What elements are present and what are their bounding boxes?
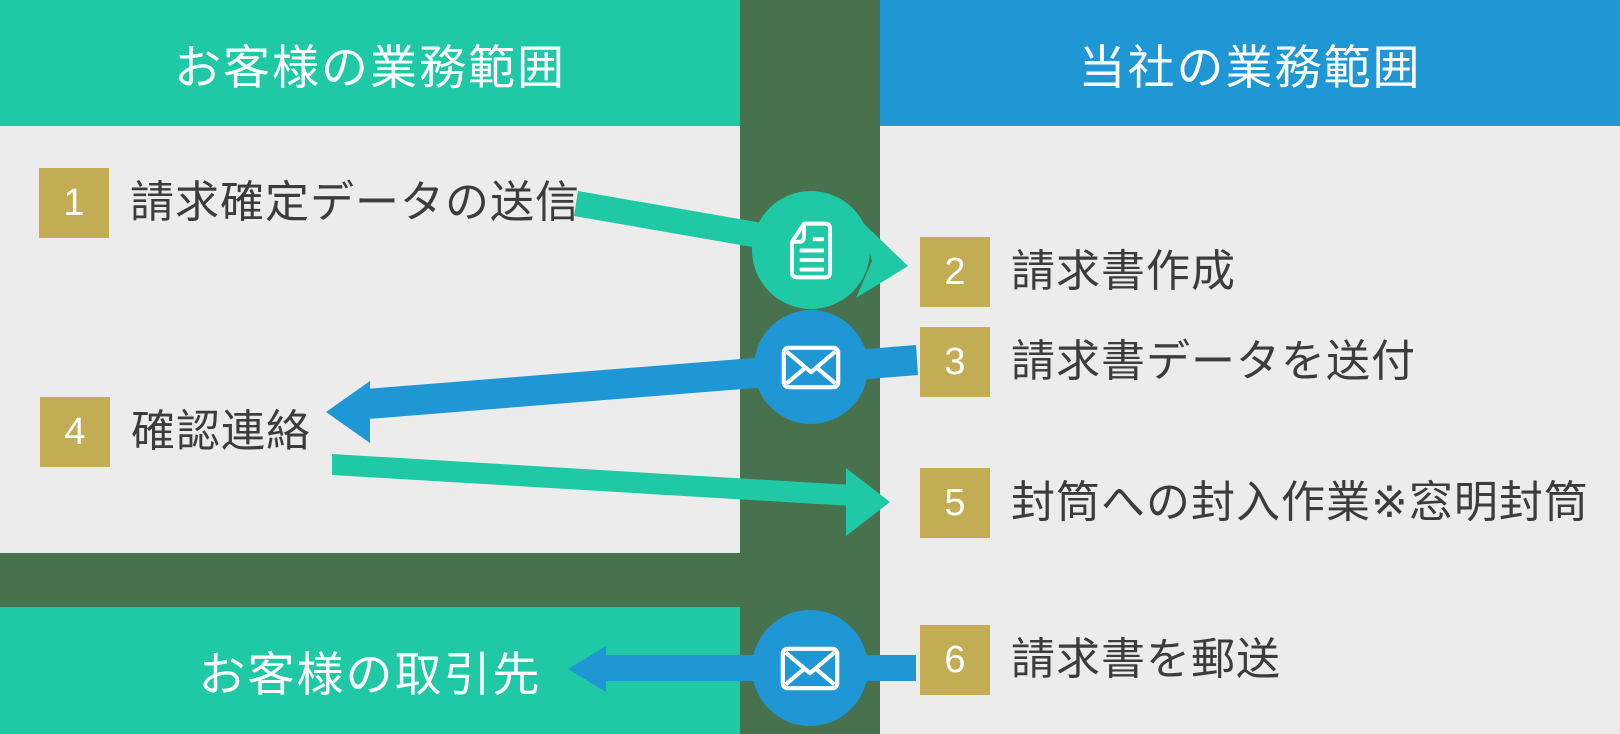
step-number-badge: 1 [39, 168, 109, 238]
step-number-badge: 3 [920, 327, 990, 397]
mail-envelope-circle-badge [752, 610, 868, 726]
step-label: 請求書を郵送 [1011, 635, 1281, 684]
company-scope-title: 当社の業務範囲 [1078, 40, 1422, 94]
envelope-circle-badge [754, 310, 868, 424]
envelope-icon [780, 646, 840, 690]
step-label: 封筒への封入作業※窓明封筒 [1011, 478, 1589, 527]
document-circle-badge [752, 191, 870, 309]
customer-scope-title: お客様の業務範囲 [174, 40, 566, 94]
company-scope-header: 当社の業務範囲 [880, 0, 1620, 126]
step-number-badge: 4 [40, 397, 110, 467]
step-number-badge: 2 [920, 237, 990, 307]
step-label: 請求確定データの送信 [130, 178, 580, 227]
customer-partner-bar: お客様の取引先 [0, 607, 740, 734]
customer-scope-header: お客様の業務範囲 [0, 0, 740, 126]
envelope-icon [781, 345, 841, 389]
step-label: 請求書作成 [1011, 247, 1236, 296]
document-icon [789, 221, 833, 279]
company-panel [880, 126, 1620, 734]
step-number-badge: 6 [920, 625, 990, 695]
step-label: 請求書データを送付 [1011, 337, 1416, 386]
step-number-badge: 5 [920, 468, 990, 538]
step-label: 確認連絡 [131, 407, 311, 456]
customer-partner-title: お客様の取引先 [198, 648, 542, 701]
